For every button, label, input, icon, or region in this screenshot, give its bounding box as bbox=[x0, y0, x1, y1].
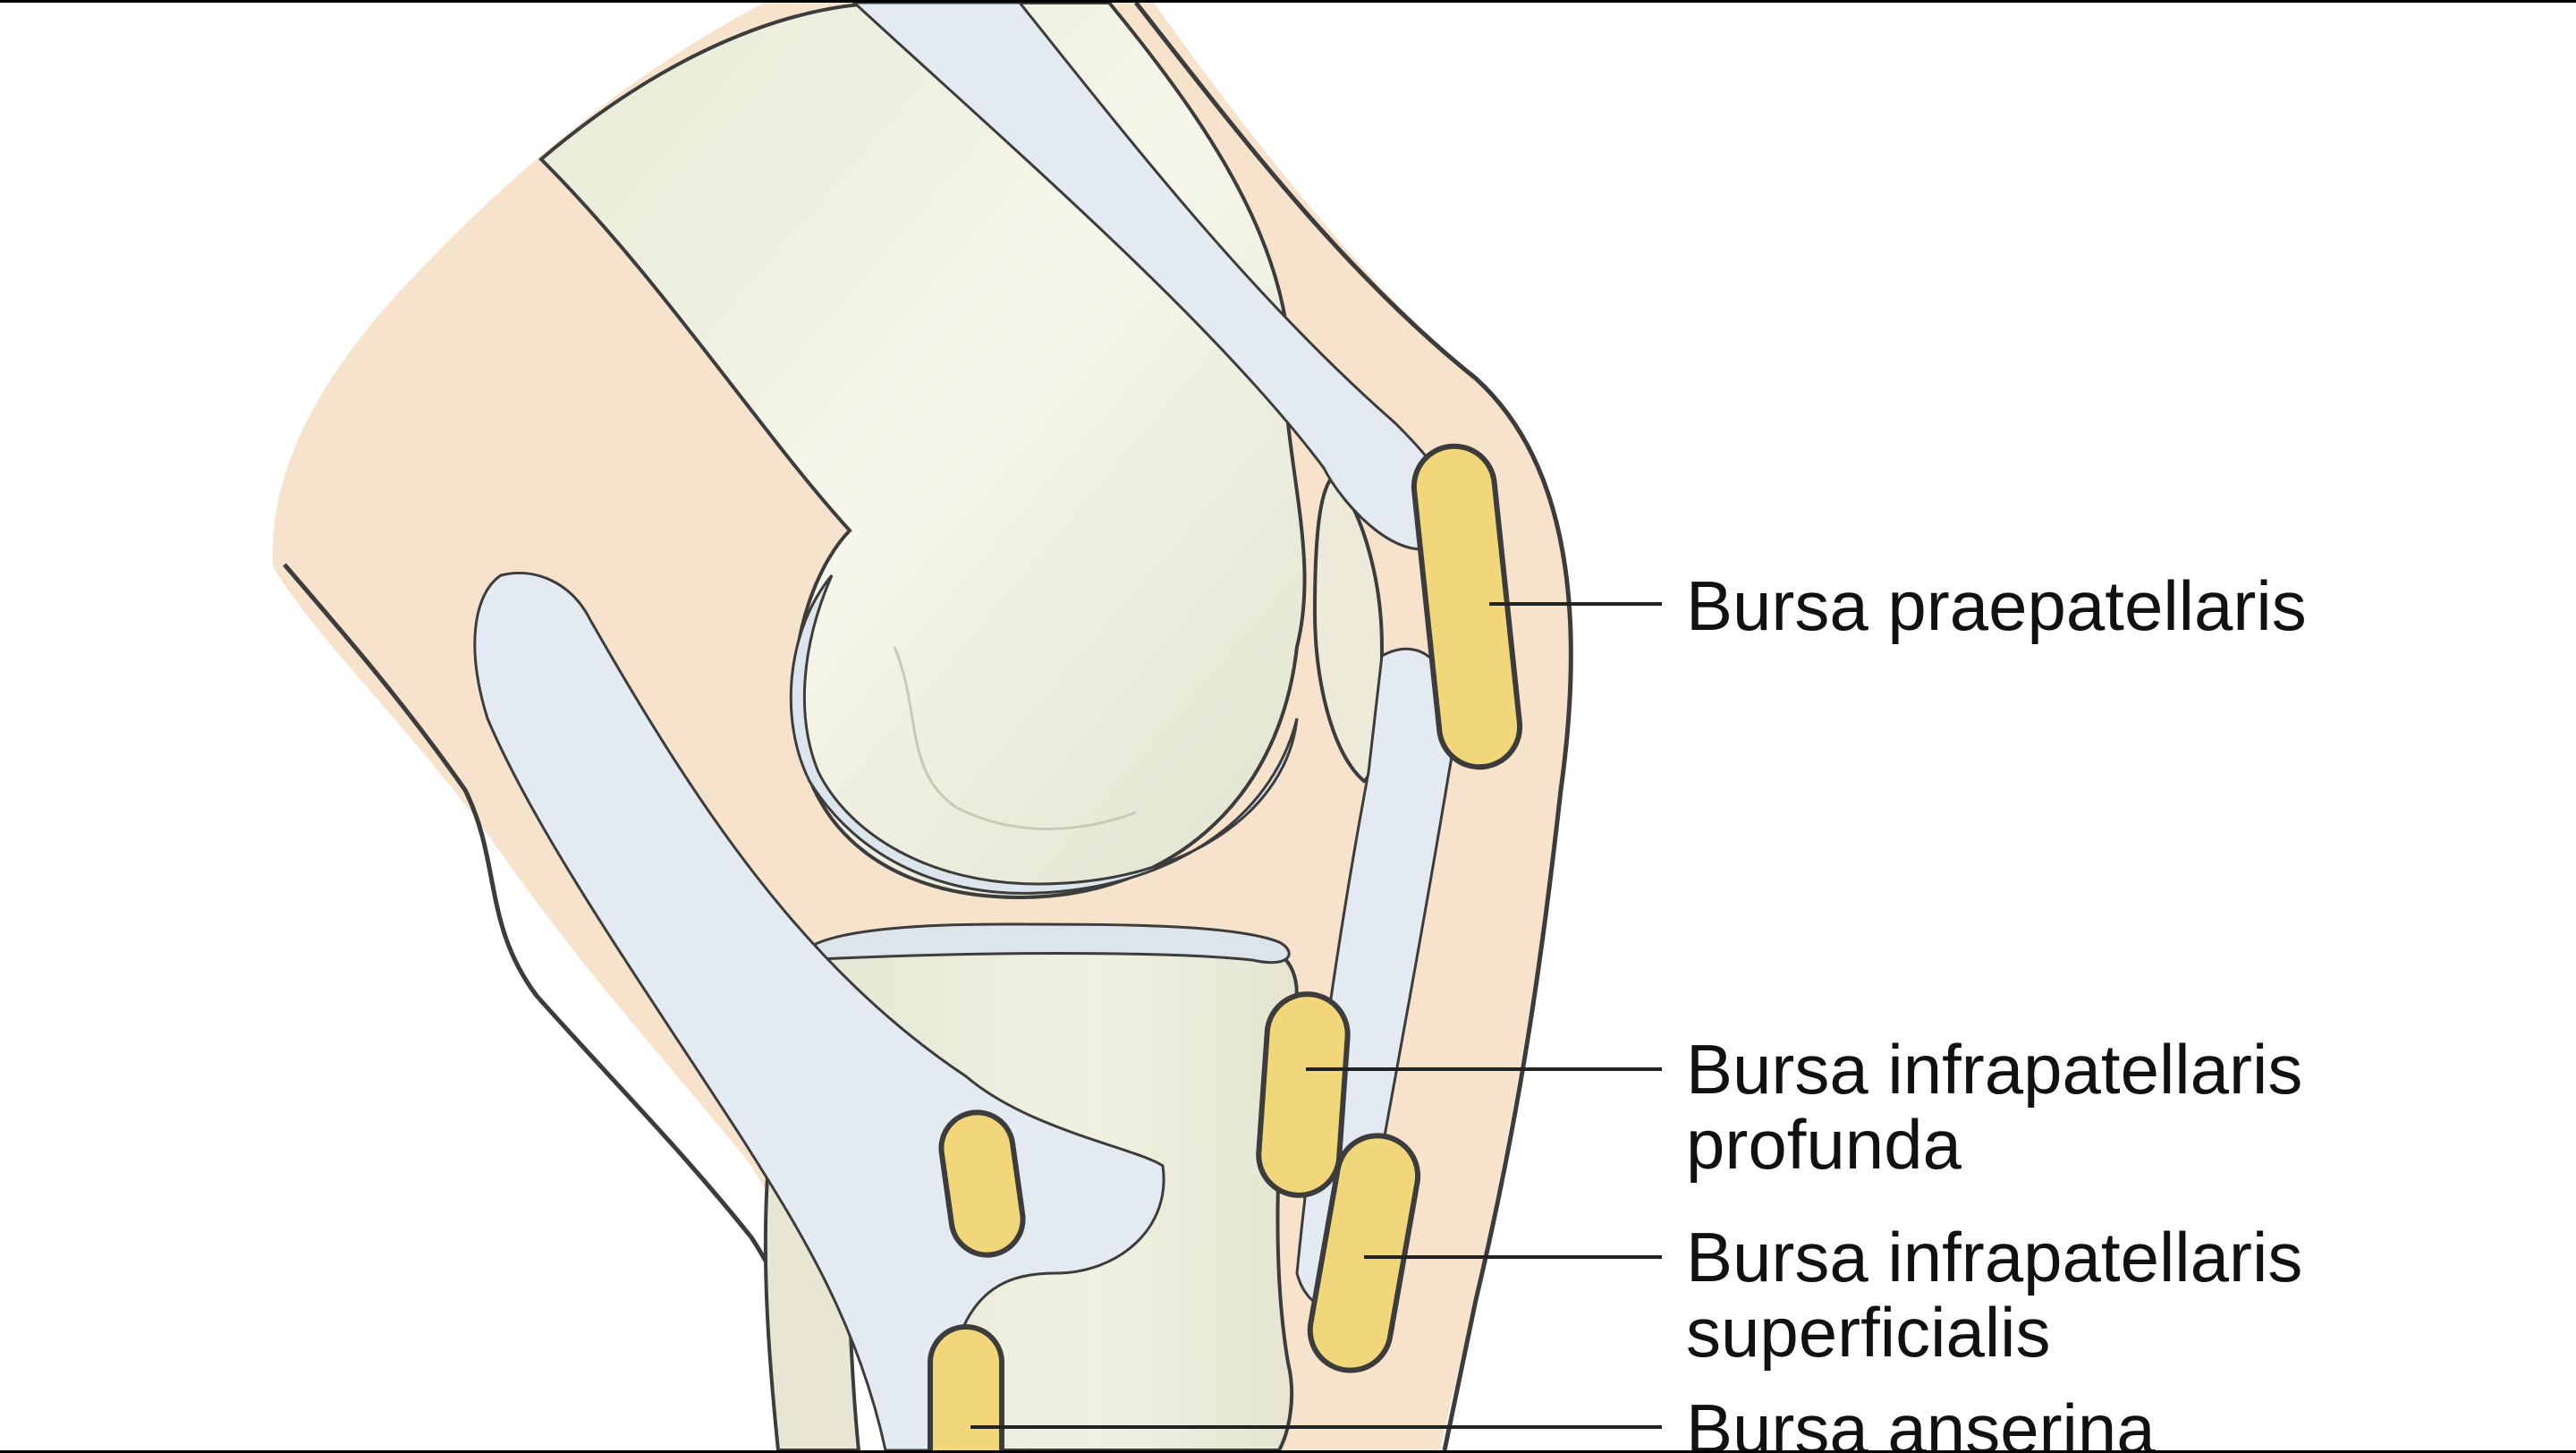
bursa-anserina-upper-shape bbox=[938, 1109, 1026, 1258]
bursa-infrapatellaris-profunda-shape bbox=[1256, 991, 1351, 1198]
label-bursa-infrapatellaris-superficialis-line2: superficialis bbox=[1686, 1293, 2051, 1372]
label-bursa-anserina: Bursa anserina bbox=[1686, 1389, 2156, 1450]
label-bursa-infrapatellaris-superficialis-line1: Bursa infrapatellaris bbox=[1686, 1218, 2303, 1296]
knee-illustration bbox=[272, 3, 1662, 1450]
label-bursa-infrapatellaris-profunda-line1: Bursa infrapatellaris bbox=[1686, 1030, 2303, 1109]
bursa-anserina-lower-shape bbox=[928, 1324, 1004, 1450]
femoral-cartilage bbox=[789, 574, 1299, 895]
bursa-infrapatellaris-superficialis-shape bbox=[1307, 1133, 1421, 1373]
femoral-condyle-line bbox=[893, 646, 1137, 830]
label-bursa-praepatellaris: Bursa praepatellaris bbox=[1686, 566, 2307, 645]
label-bursa-infrapatellaris-profunda-line2: profunda bbox=[1686, 1105, 1962, 1184]
patella bbox=[1312, 474, 1385, 784]
tibial-cartilage bbox=[799, 922, 1291, 964]
knee-bursae-diagram: Bursa praepatellaris Bursa infrapatellar… bbox=[0, 3, 2576, 1450]
front-skin-outline bbox=[1134, 3, 1573, 1450]
